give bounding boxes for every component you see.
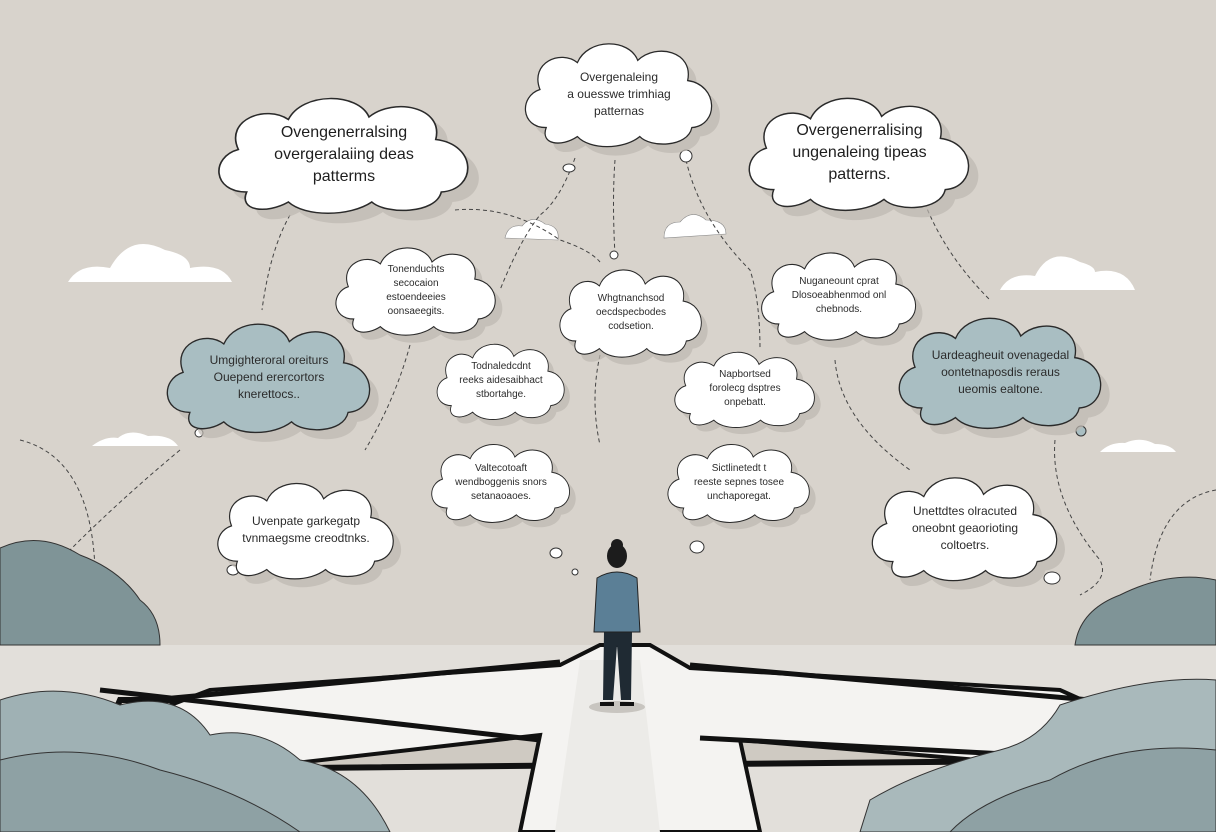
cloud-text-line: ungenaleing tipeas xyxy=(792,144,927,161)
thought-cloud: Whgtnanchsod oecdspecbodes codsetion. xyxy=(552,265,710,365)
cloud-text-line: Ouepend erercortors xyxy=(213,369,325,384)
dashed-connectors xyxy=(19,157,1216,601)
cloud-text-line: Valtecotoaft xyxy=(474,462,528,474)
cloud-text-line: Whgtnanchsod xyxy=(597,292,665,304)
cloud-text-line: Napbortsed xyxy=(719,369,771,380)
cloud-text-line: Ovengenerralsing xyxy=(280,123,408,141)
cloud-text-line: Overgenaleing xyxy=(579,69,659,84)
thought-cloud: Tonenduchts secocaion estoendeeies oonsaeeg… xyxy=(327,243,505,343)
sky-clouds xyxy=(68,214,1176,452)
cloud-text-line: oonsaeegits. xyxy=(387,305,445,317)
cloud-text: Uardeagheuit ovenagedal oontetnaposdis re… xyxy=(915,312,1086,432)
cloud-text: Whgtnanchsod oecdspecbodes codsetion. xyxy=(571,265,691,360)
thought-cloud: Ovengenerralsing overgeralaiing deas patte… xyxy=(205,92,483,224)
cloud-text-line: secocaion xyxy=(393,277,439,289)
cloud-text-line: Tonenduchts xyxy=(387,263,445,275)
cloud-text-line: unchaporegat. xyxy=(707,490,771,502)
cloud-text-line: a ouesswe trimhiag xyxy=(567,86,671,101)
cloud-text-line: Dlosoeabhenmod onl xyxy=(791,289,887,301)
cloud-text-line: setanaoaoes. xyxy=(470,490,532,502)
cloud-text-line: patterns. xyxy=(828,166,891,183)
cloud-text: Overgenaleing a ouesswe trimhiag patternas xyxy=(540,38,698,150)
thought-cloud: Valtecotoaft wendboggenis snors setanaoaoe… xyxy=(424,440,578,530)
thought-cloud: Todnaledcdnt reeks aidesaibhact stbortahge… xyxy=(430,340,572,427)
thought-cloud: Unettdtes olracuted oneobnt geaorioting co… xyxy=(862,472,1068,590)
cloud-text-line: wendboggenis snors xyxy=(455,476,547,488)
person-figure xyxy=(589,539,645,713)
cloud-text-line: Uardeagheuit ovenagedal xyxy=(931,347,1070,362)
cloud-text-line: coltoetrs. xyxy=(940,537,990,552)
thought-cloud: Sictlinetedt t reeste sepnes tosee unchapo… xyxy=(660,440,818,530)
cloud-text: Sictlinetedt t reeste sepnes tosee unchapo… xyxy=(679,440,799,525)
cloud-text-line: Sictlinetedt t xyxy=(711,462,767,474)
cloud-text-line: estoendeeies xyxy=(386,291,446,303)
cloud-text-line: forolecg dsptres xyxy=(709,383,781,394)
thought-cloud: Overgenaleing a ouesswe trimhiag patternas xyxy=(515,38,723,156)
thought-cloud: Uvenpate garkegatp tvnmaegsme creodtnks. xyxy=(208,478,404,588)
cloud-text-line: Umgighteroral oreiturs xyxy=(209,352,329,367)
cloud-text: Napbortsed forolecg dsptres onpebatt. xyxy=(686,348,805,430)
cloud-text-line: knerettocs.. xyxy=(237,386,301,401)
cloud-text: Ovengenerralsing overgeralaiing deas patte… xyxy=(238,92,449,217)
cloud-text-line: oneobnt geaorioting xyxy=(911,520,1019,535)
cloud-text: Valtecotoaft wendboggenis snors setanaoaoe… xyxy=(442,440,559,525)
cloud-text: Overgenerralising ungenaleing tipeas patte… xyxy=(766,92,952,214)
cloud-text-line: reeks aidesaibhact xyxy=(459,375,543,386)
thought-cloud: Napbortsed forolecg dsptres onpebatt. xyxy=(667,348,823,435)
cloud-text: Tonenduchts secocaion estoendeeies oonsaeeg… xyxy=(348,243,483,338)
cloud-text-line: tvnmaegsme creodtnks. xyxy=(242,531,370,545)
cloud-text-line: stbortahge. xyxy=(475,389,527,400)
cloud-text-line: Overgenerralising xyxy=(796,122,923,139)
bushes xyxy=(0,539,1216,832)
thought-cloud: Overgenerralising ungenaleing tipeas patte… xyxy=(737,92,982,221)
cloud-text: Unettdtes olracuted oneobnt geaorioting co… xyxy=(887,472,1044,584)
cloud-text: Todnaledcdnt reeks aidesaibhact stbortahge… xyxy=(447,340,555,422)
cloud-text-line: codsetion. xyxy=(608,320,654,332)
cloud-text-line: oontetnaposdis reraus xyxy=(941,364,1060,379)
cloud-text-line: Todnaledcdnt xyxy=(471,361,531,372)
cloud-text-line: Uvenpate garkegatp xyxy=(251,514,361,528)
cloud-text-line: oecdspecbodes xyxy=(595,306,667,318)
cloud-text-line: overgeralaiing deas xyxy=(274,145,414,163)
cloud-text-line: Nuganeount cprat xyxy=(799,275,879,287)
cloud-text-line: patternas xyxy=(593,103,645,118)
cloud-text-line: patterms xyxy=(312,167,376,185)
cloud-text-line: onpebatt. xyxy=(724,397,766,408)
cloud-text-line: reeste sepnes tosee xyxy=(693,476,785,488)
cloud-text-line: chebnods. xyxy=(815,303,863,315)
thought-cloud: Uardeagheuit ovenagedal oontetnaposdis re… xyxy=(888,312,1113,438)
cloud-text-line: ueomis ealtone. xyxy=(958,381,1043,396)
cloud-text-line: Unettdtes olracuted xyxy=(912,503,1018,518)
cloud-text: Uvenpate garkegatp tvnmaegsme creodtnks. xyxy=(232,478,381,582)
thought-dots xyxy=(194,149,1087,585)
